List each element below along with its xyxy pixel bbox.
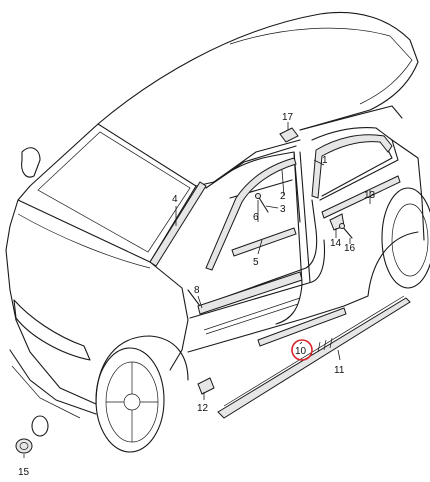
- cap: [15, 438, 33, 454]
- car-body: [5, 11, 430, 453]
- leader-lines: [23, 122, 371, 458]
- sill-molding-strip: [257, 307, 347, 347]
- callout-12: 12: [197, 403, 209, 414]
- callout-1: 1: [322, 155, 328, 166]
- front-belt-molding: [231, 227, 297, 257]
- callout-3: 3: [280, 204, 286, 215]
- door-frame-molding: [205, 157, 297, 271]
- sill-trim: [197, 271, 303, 315]
- callout-17: 17: [282, 112, 294, 123]
- rear-belt-molding: [321, 175, 401, 219]
- callout-15: 15: [18, 467, 30, 478]
- callout-labels: 1 2 3 4 5 6 8 10 11 12 13 14 15 16 17: [18, 112, 376, 478]
- rear-door-frame-molding: [311, 134, 393, 199]
- bracket: [197, 377, 215, 395]
- callout-2: 2: [280, 191, 286, 202]
- callout-10: 10: [295, 346, 307, 357]
- roof-clip: [279, 127, 299, 143]
- callout-8: 8: [194, 285, 200, 296]
- callout-13: 13: [364, 190, 376, 201]
- callout-5: 5: [253, 257, 259, 268]
- a-pillar-molding: [149, 181, 207, 267]
- callout-16: 16: [344, 243, 356, 254]
- highlight-ring: [291, 339, 313, 361]
- screw-upper: [257, 195, 269, 213]
- callout-11: 11: [334, 365, 345, 376]
- callout-6: 6: [253, 212, 259, 223]
- callout-14: 14: [330, 238, 342, 249]
- callout-4: 4: [172, 194, 178, 205]
- side-sill-panel: [217, 297, 411, 419]
